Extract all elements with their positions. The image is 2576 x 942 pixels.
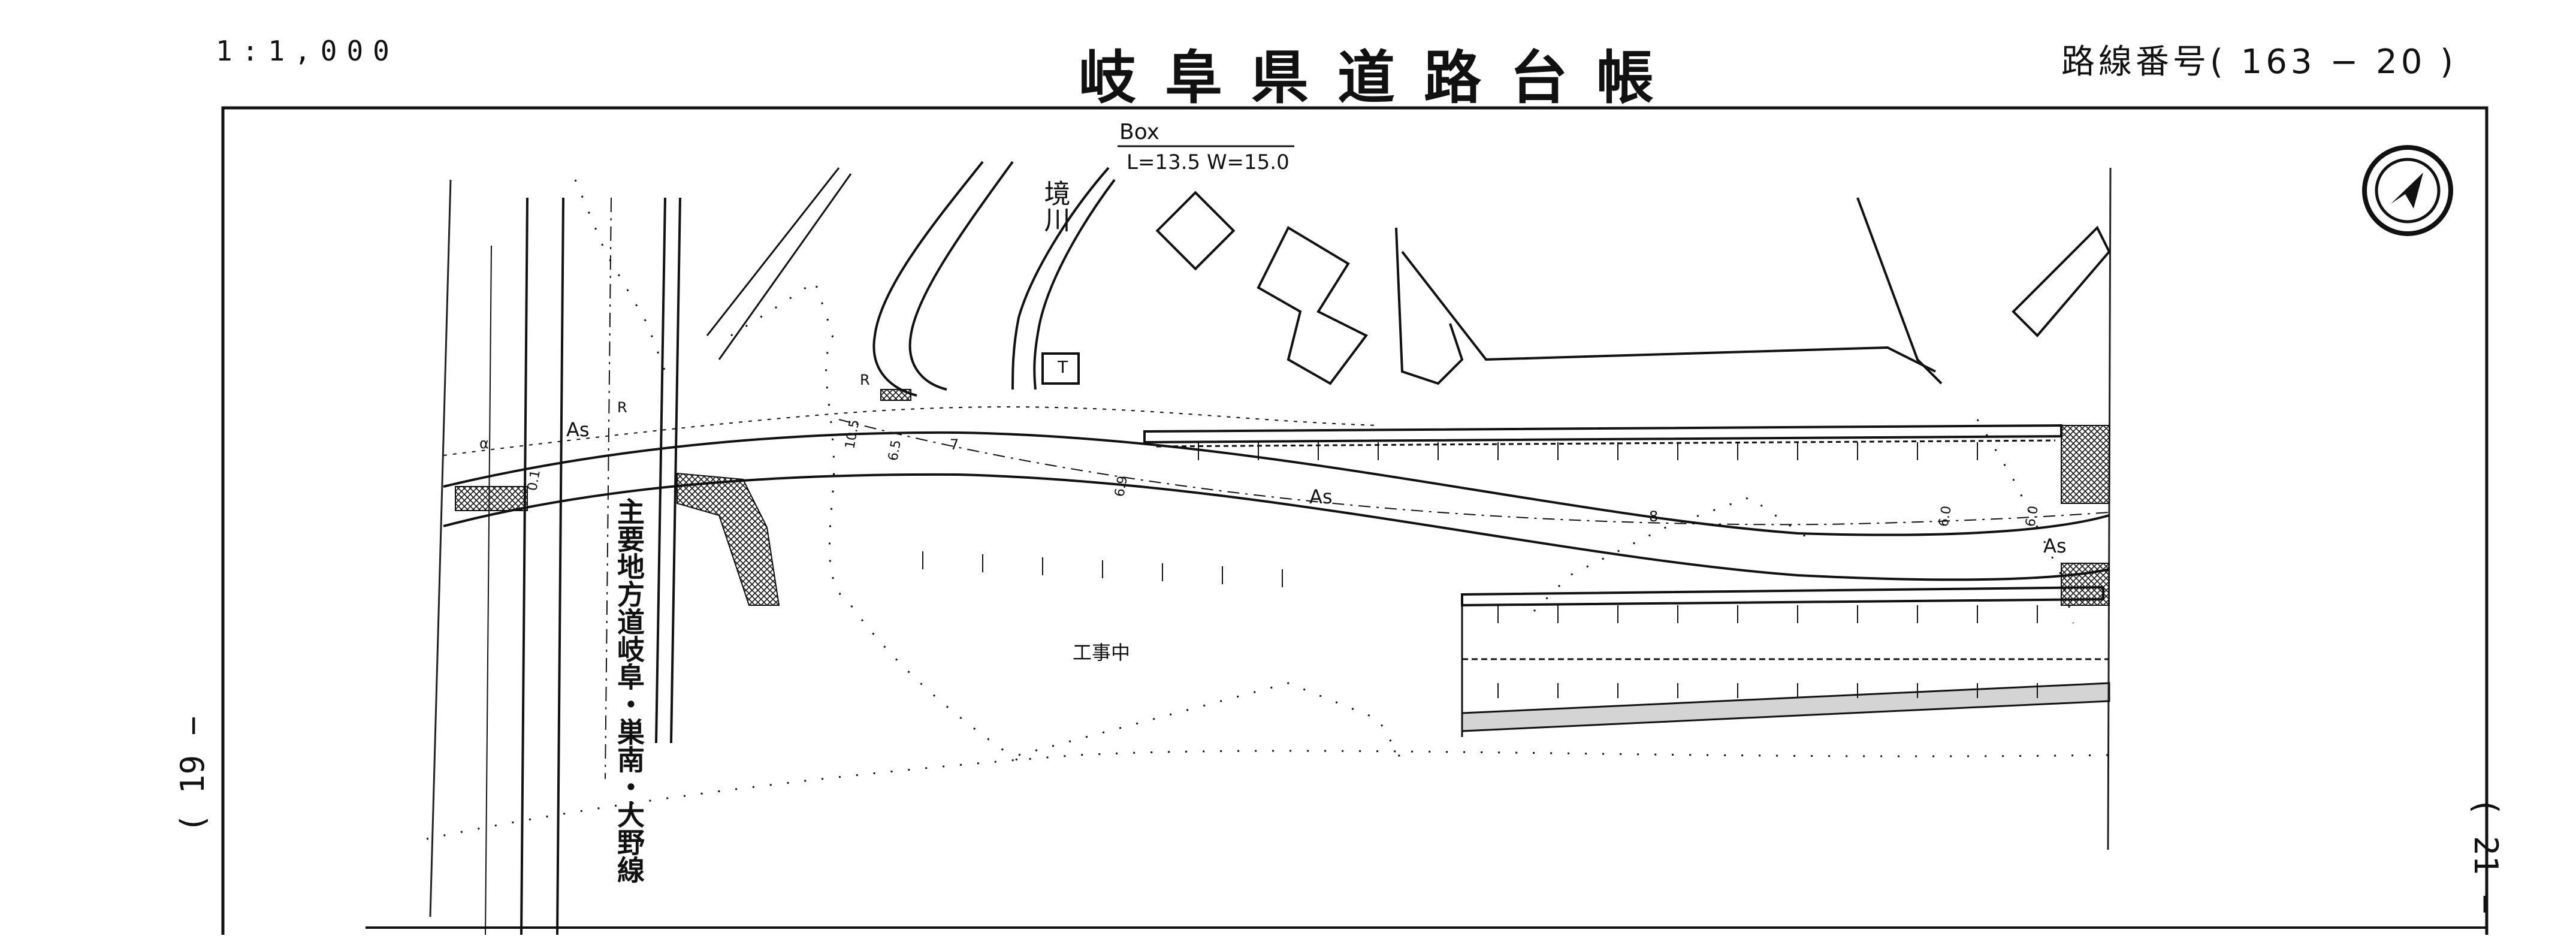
misc-label-t: T xyxy=(1057,357,1068,377)
boundary-lines xyxy=(426,179,2110,840)
drawing-bounds xyxy=(429,167,2112,917)
river-name-label: 境川 xyxy=(1040,180,1070,233)
dim-label-7: 10.5 xyxy=(842,418,862,450)
r-label-corner: R xyxy=(860,372,870,388)
map-header-scale: 1:1,000 xyxy=(216,35,399,67)
dim-label-5: 6.0 xyxy=(1936,505,1955,528)
hatched-intersection xyxy=(455,389,2110,606)
box-label: Box xyxy=(1119,120,1159,144)
map-frame xyxy=(221,106,2489,935)
dim-label-3: 6.9 xyxy=(1112,475,1131,498)
north-arrow-icon xyxy=(2362,145,2453,236)
road-name-label: 主要地方道岐阜・巣南・大野線 xyxy=(613,497,645,883)
route-number: 路線番号( 163 − 20 ) xyxy=(2061,43,2457,81)
buildings xyxy=(706,167,2111,385)
road-edge-south xyxy=(1461,585,2110,737)
dim-label-8: 6.5 xyxy=(886,439,904,462)
box-dims-label: L=13.5 W=15.0 xyxy=(1127,150,1289,174)
surface-label-east: As xyxy=(2043,535,2067,557)
map-title: 岐阜県道路台帳 xyxy=(1079,44,1683,111)
dim-label-2: 7 xyxy=(950,436,959,453)
river-channel xyxy=(872,161,1116,397)
misc-label-alpha: α xyxy=(479,435,489,452)
dim-label-1: 0.1 xyxy=(525,469,543,492)
dim-label-6: 6.0 xyxy=(2023,505,2042,528)
crossing-road xyxy=(485,197,681,935)
road-edge-ticks xyxy=(922,442,2038,698)
map-labels: Box L=13.5 W=15.0 境川 主要地方道岐阜・巣南・大野線 工事中 … xyxy=(479,120,2067,883)
r-label-road: R xyxy=(617,399,627,416)
surface-label-center: As xyxy=(1309,485,1333,508)
surface-label-west: As xyxy=(566,418,590,441)
road-edge-north xyxy=(1143,424,2062,448)
dim-label-4: 8 xyxy=(1649,508,1658,525)
construction-label: 工事中 xyxy=(1073,641,1130,664)
